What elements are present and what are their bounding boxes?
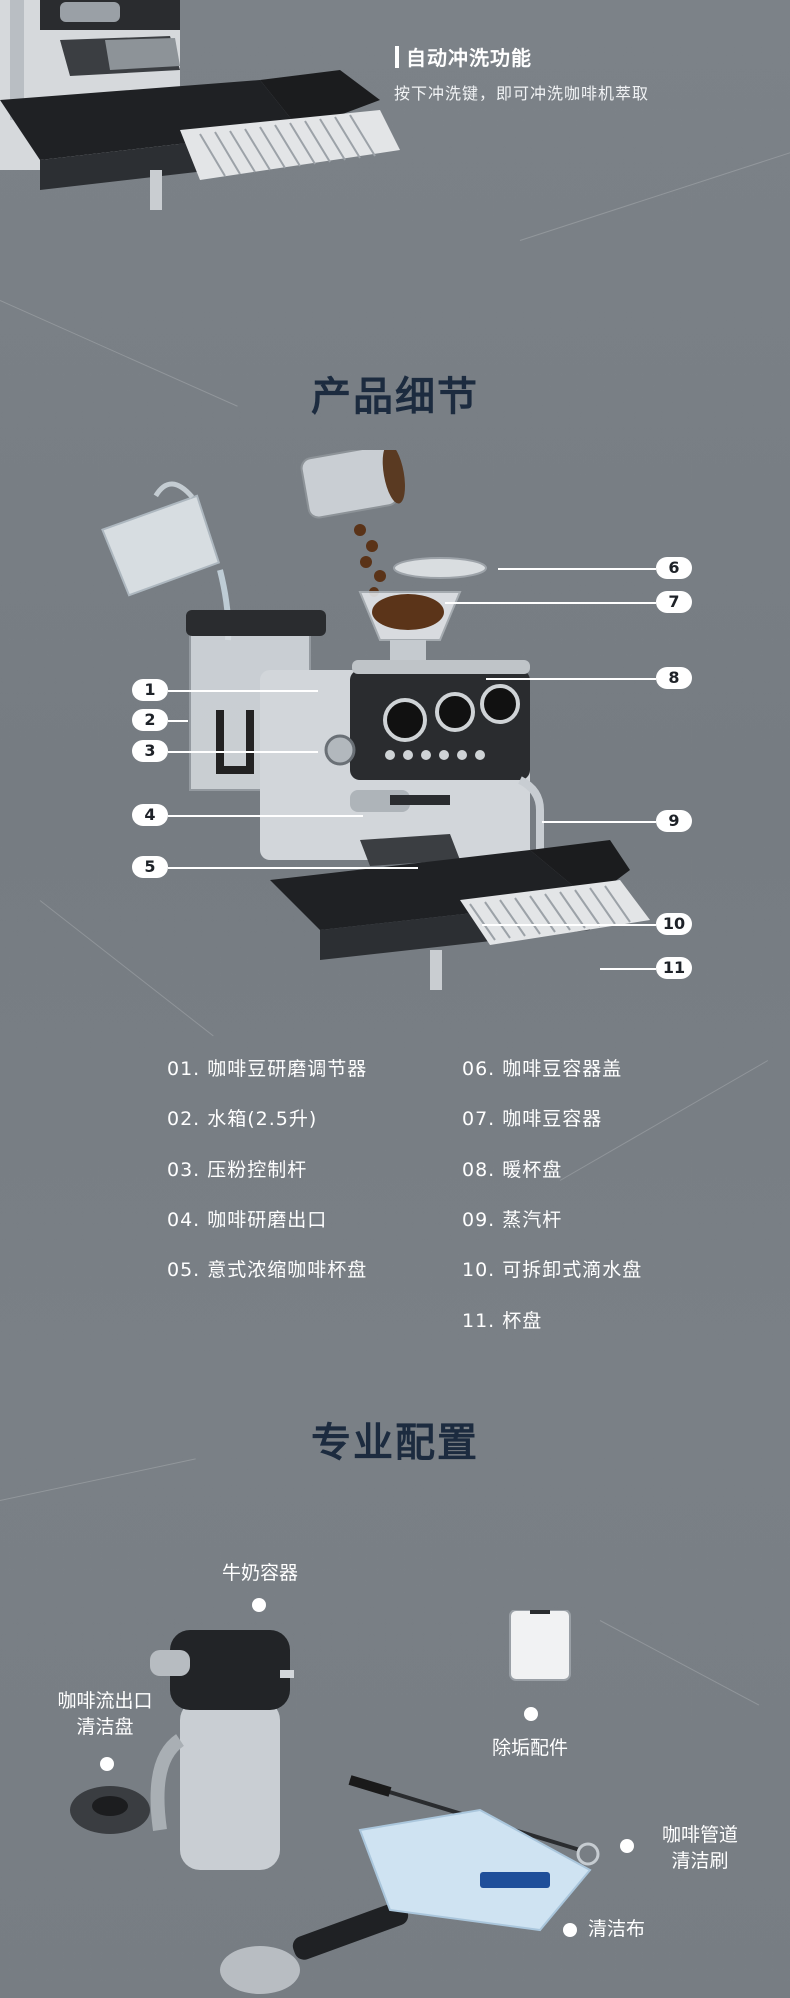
feature-accent-bar — [395, 46, 399, 68]
part-item: 06. 咖啡豆容器盖 — [462, 1058, 623, 1080]
descaler-label: 除垢配件 — [491, 1737, 568, 1759]
spout-tray-label-line2: 清洁盘 — [76, 1716, 134, 1738]
part-item: 03. 压粉控制杆 — [167, 1159, 308, 1181]
callout-10: 10 — [656, 913, 692, 935]
callout-9: 9 — [656, 810, 692, 832]
marble-vein — [519, 147, 790, 241]
part-item: 09. 蒸汽杆 — [462, 1209, 563, 1231]
part-item: 07. 咖啡豆容器 — [462, 1108, 603, 1130]
part-item: 11. 杯盘 — [462, 1310, 543, 1332]
callout-11: 11 — [656, 957, 692, 979]
spout-tray-dot — [100, 1757, 114, 1771]
callout-line-11 — [600, 968, 656, 970]
part-item: 08. 暖杯盘 — [462, 1159, 563, 1181]
callout-4: 4 — [132, 804, 168, 826]
brush-label: 咖啡管道 清洁刷 — [640, 1822, 760, 1874]
cloth-label: 清洁布 — [588, 1918, 646, 1940]
machine-exploded-view-image — [101, 450, 650, 990]
callout-line-6 — [498, 568, 656, 570]
callout-line-9 — [542, 821, 656, 823]
callout-line-1 — [168, 690, 318, 692]
part-item: 01. 咖啡豆研磨调节器 — [167, 1058, 368, 1080]
product-details-title: 产品细节 — [311, 374, 479, 420]
callout-3: 3 — [132, 740, 168, 762]
brush-label-line1: 咖啡管道 — [661, 1824, 738, 1846]
accessories-image — [70, 1610, 600, 1994]
callout-6: 6 — [656, 557, 692, 579]
callout-7: 7 — [656, 591, 692, 613]
feature-description: 按下冲洗键，即可冲洗咖啡机萃取 — [394, 84, 650, 103]
brush-label-line2: 清洁刷 — [671, 1850, 729, 1872]
descaler-dot — [524, 1707, 538, 1721]
configuration-title: 专业配置 — [311, 1420, 479, 1466]
part-item: 02. 水箱(2.5升) — [167, 1108, 318, 1130]
callout-line-5 — [168, 867, 418, 869]
part-item: 10. 可拆卸式滴水盘 — [462, 1259, 643, 1281]
callout-2: 2 — [132, 709, 168, 731]
milk-container-label: 牛奶容器 — [221, 1562, 298, 1584]
milk-container-dot — [252, 1598, 266, 1612]
feature-title: 自动冲洗功能 — [406, 46, 532, 70]
callout-line-3 — [168, 751, 318, 753]
spout-tray-label-line1: 咖啡流出口 — [57, 1690, 153, 1712]
part-item: 05. 意式浓缩咖啡杯盘 — [167, 1259, 368, 1281]
callout-line-2 — [168, 720, 188, 722]
callout-line-4 — [168, 815, 363, 817]
brush-dot — [620, 1839, 634, 1853]
callout-1: 1 — [132, 679, 168, 701]
part-item: 04. 咖啡研磨出口 — [167, 1209, 328, 1231]
callout-line-10 — [482, 924, 656, 926]
spout-tray-label: 咖啡流出口 清洁盘 — [40, 1688, 170, 1740]
cloth-dot — [563, 1923, 577, 1937]
callout-5: 5 — [132, 856, 168, 878]
callout-8: 8 — [656, 667, 692, 689]
callout-line-7 — [445, 602, 656, 604]
callout-line-8 — [486, 678, 656, 680]
machine-drip-tray-image — [0, 0, 400, 210]
